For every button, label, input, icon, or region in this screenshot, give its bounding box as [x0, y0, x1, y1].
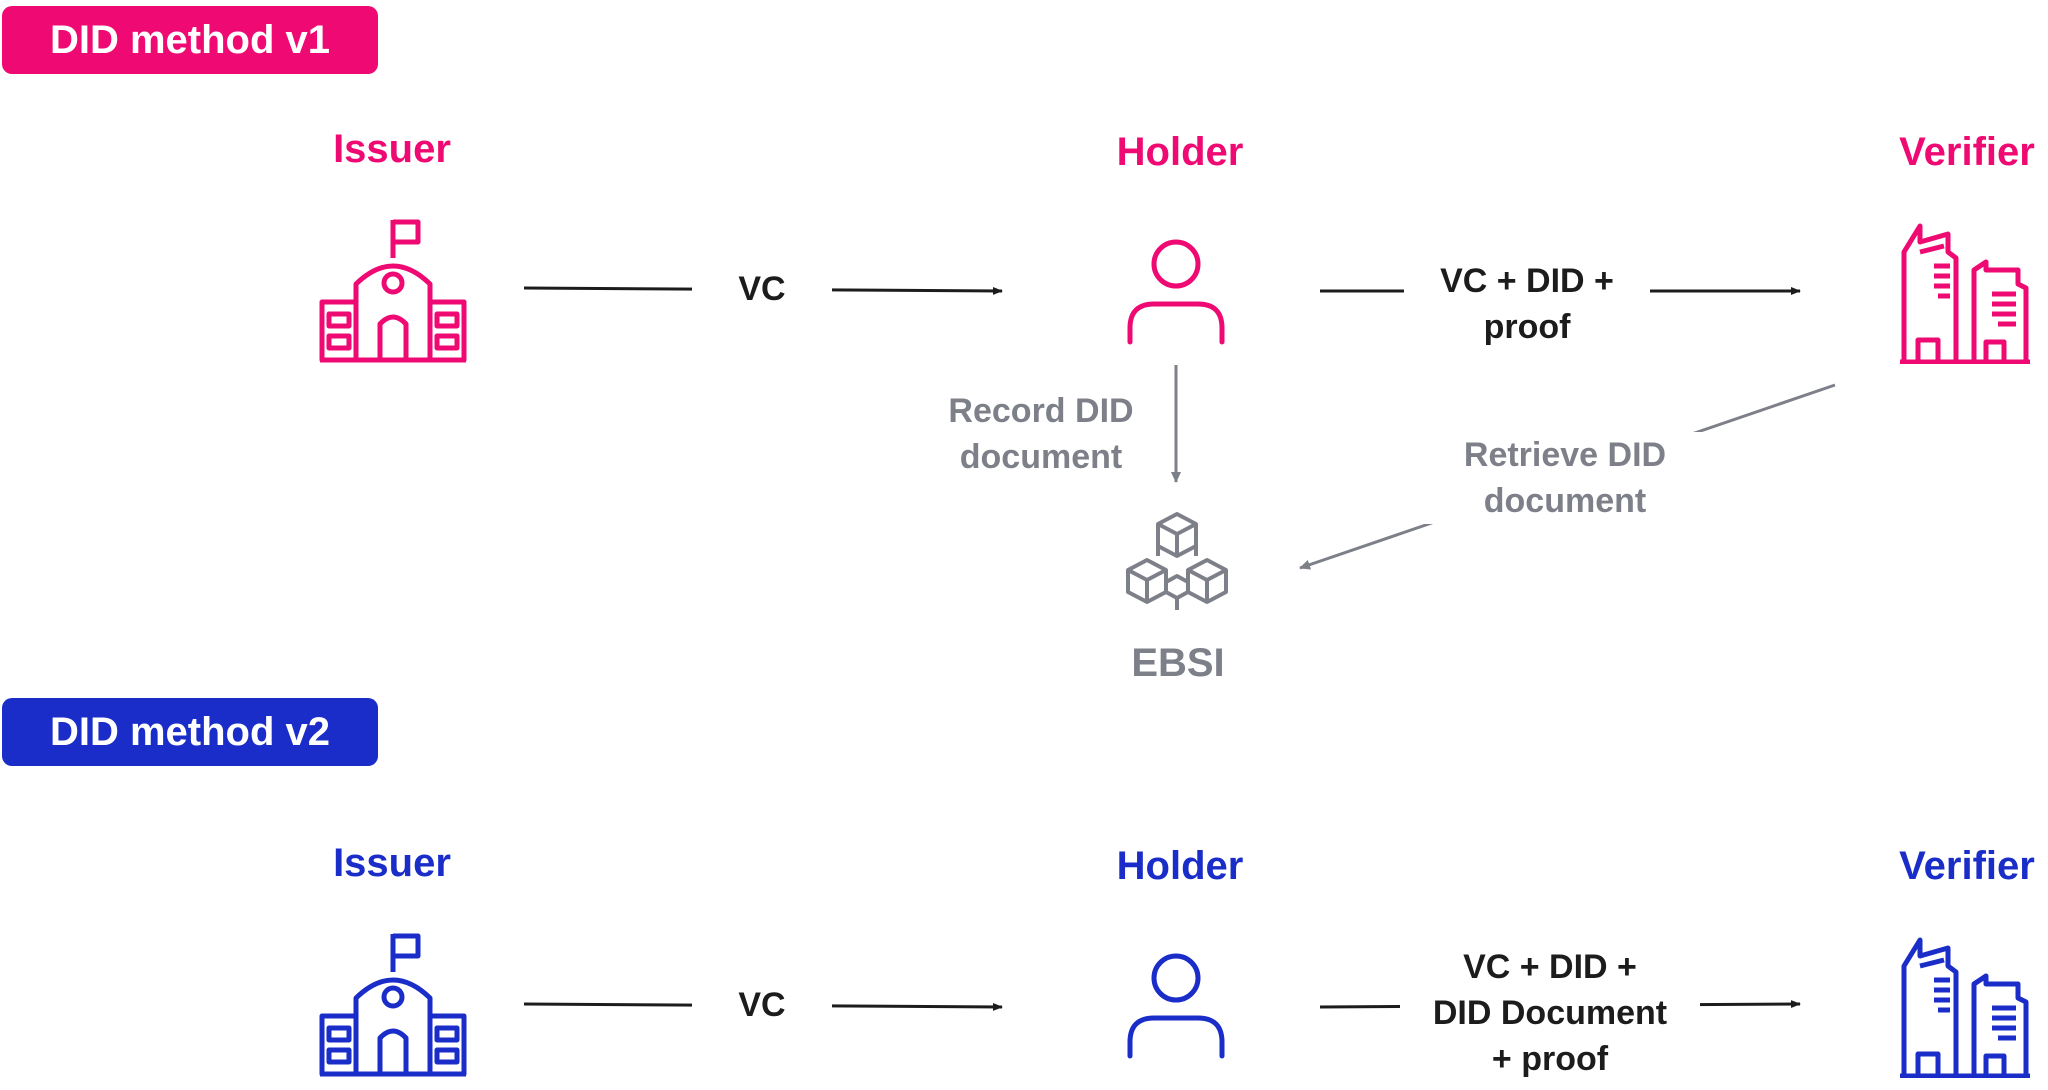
- verifier-label-v2: Verifier: [1899, 844, 2035, 888]
- message-vc-v2: VC: [692, 982, 832, 1028]
- message-line: VC + DID +: [1440, 262, 1614, 300]
- message-holder-verifier-v2: VC + DID + DID Document + proof: [1400, 944, 1700, 1082]
- message-line: + proof: [1491, 1040, 1609, 1078]
- blockchain-cubes-icon: [1126, 512, 1228, 610]
- retrieve-line: document: [1483, 482, 1647, 520]
- did-method-v2-badge: DID method v2: [2, 698, 378, 766]
- office-buildings-icon: [1900, 937, 2030, 1078]
- issuer-label-v2: Issuer: [333, 841, 451, 885]
- retrieve-line: Retrieve DID: [1463, 436, 1667, 474]
- record-line: Record DID: [948, 392, 1134, 430]
- school-building-icon: [319, 219, 467, 363]
- message-holder-verifier-v1: VC + DID + proof: [1404, 258, 1650, 350]
- record-did-label: Record DID document: [924, 388, 1158, 480]
- ebsi-label: EBSI: [1131, 641, 1225, 685]
- verifier-label-v1: Verifier: [1899, 130, 2035, 174]
- retrieve-did-label: Retrieve DID document: [1414, 432, 1716, 524]
- record-line: document: [959, 438, 1123, 476]
- message-line: proof: [1483, 308, 1571, 346]
- person-icon: [1127, 953, 1225, 1059]
- did-method-v1-badge: DID method v1: [2, 6, 378, 74]
- holder-label-v2: Holder: [1116, 844, 1244, 888]
- message-line: DID Document: [1432, 994, 1668, 1032]
- person-icon: [1127, 239, 1225, 345]
- office-buildings-icon: [1900, 223, 2030, 364]
- school-building-icon: [319, 933, 467, 1077]
- holder-label-v1: Holder: [1116, 130, 1244, 174]
- issuer-label-v1: Issuer: [333, 127, 451, 171]
- message-line: VC + DID +: [1463, 948, 1637, 986]
- message-vc-v1: VC: [692, 266, 832, 312]
